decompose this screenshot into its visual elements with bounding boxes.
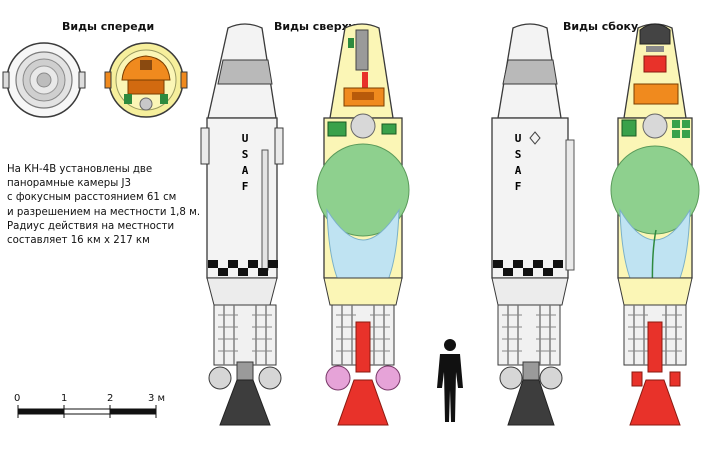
description-line: Радиус действия на местности	[7, 220, 175, 232]
description-line: с фокусным расстоянием 61 см	[7, 192, 177, 204]
camera-description: На КН-4В установлены две панорамные каме…	[7, 163, 212, 248]
description-line: составляет 16 км x 217 км	[7, 235, 150, 247]
usaf-letter: S	[515, 148, 522, 161]
rocket-exterior-top: U S A F	[200, 23, 284, 426]
rocket-cutaway-side	[610, 23, 700, 426]
scale-bar	[17, 405, 157, 418]
usaf-letter: F	[515, 180, 522, 193]
usaf-letter: F	[242, 180, 249, 193]
scale-label-0: 0	[14, 393, 21, 404]
usaf-letter: A	[242, 164, 249, 177]
scale-label-2: 2	[107, 393, 114, 404]
scale-label-1: 1	[61, 393, 68, 404]
rocket-exterior-side: U S A F	[491, 23, 575, 426]
front-view-exterior	[2, 42, 86, 118]
usaf-letter: U	[242, 132, 249, 145]
description-line: На КН-4В установлены две	[7, 164, 153, 175]
human-scale-silhouette	[437, 339, 463, 422]
scale-label-3: 3 м	[148, 393, 166, 404]
description-line: и разрешением на местности 1,8 м.	[7, 206, 201, 218]
front-view-cutaway	[104, 42, 188, 118]
usaf-letter: A	[515, 164, 522, 177]
rocket-cutaway-top	[316, 23, 410, 426]
heading-side-views: Виды сбоку	[563, 20, 639, 33]
heading-front-views: Виды спереди	[62, 20, 155, 33]
description-line: панорамные камеры J3	[7, 178, 131, 190]
usaf-letter: S	[242, 148, 249, 161]
heading-top-views: Виды сверху	[274, 20, 356, 33]
usaf-letter: U	[515, 132, 522, 145]
